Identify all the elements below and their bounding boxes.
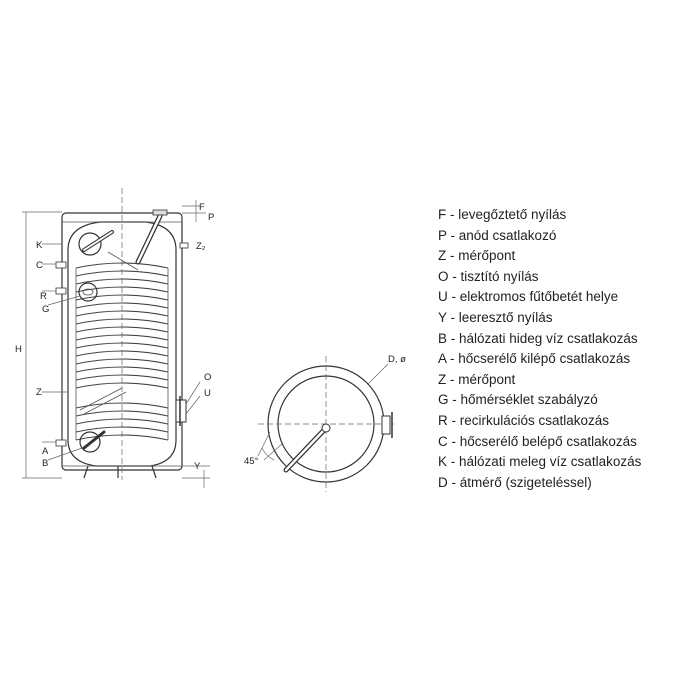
label-h: H (15, 344, 22, 355)
label-k: K (36, 240, 43, 251)
legend-item: P - anód csatlakozó (438, 227, 557, 243)
label-angle: 45° (244, 456, 259, 467)
heat-exchanger-coil (75, 251, 169, 441)
legend-item: K - hálózati meleg víz csatlakozás (438, 454, 642, 470)
pipe-c (55, 261, 67, 269)
legend-item: Z - mérőpont (438, 371, 516, 387)
label-f: F (199, 202, 205, 213)
legend-item: G - hőmérséklet szabályzó (438, 392, 598, 408)
thermostat-well (78, 282, 98, 302)
side-view: F P K Z₂ C R G H Z O U A B Y (15, 188, 214, 488)
inlet-b-circle (79, 431, 101, 453)
label-y: Y (194, 461, 201, 472)
tank-legs (83, 465, 157, 479)
legend-item: A - hőcserélő kilépő csatlakozás (438, 351, 631, 367)
label-p: P (208, 212, 214, 223)
legend-item: R - recirkulációs csatlakozás (438, 412, 610, 428)
label-z1: Z (36, 387, 42, 398)
label-u: U (204, 388, 211, 399)
tank-body (67, 221, 177, 467)
pipe-a (55, 439, 67, 447)
legend-list: F - levegőztető nyílás P - anód csatlako… (438, 205, 641, 493)
legend-item: D - átmérő (szigeteléssel) (438, 474, 592, 490)
legend-item: U - elektromos fűtőbetét helye (438, 289, 619, 305)
legend-item: F - levegőztető nyílás (438, 207, 567, 222)
label-r: R (40, 291, 47, 302)
pipe-z2 (179, 242, 189, 249)
diameter-leader (367, 363, 389, 385)
label-z2: Z₂ (196, 241, 206, 252)
label-diameter: D, ø (388, 354, 406, 365)
top-view: D, ø 45° (244, 354, 406, 492)
legend-item: O - tisztító nyílás (438, 268, 539, 284)
legend-item: C - hőcserélő belépő csatlakozás (438, 433, 637, 449)
flange-o-u (175, 399, 187, 423)
pipe-r (55, 287, 67, 295)
label-g: G (42, 304, 49, 315)
legend-item: B - hálózati hideg víz csatlakozás (438, 330, 638, 346)
label-b: B (42, 458, 48, 469)
label-o: O (204, 372, 211, 383)
top-flange (381, 415, 391, 435)
label-a: A (42, 446, 49, 457)
anode-cap (152, 209, 168, 216)
label-c: C (36, 260, 43, 271)
legend-item: Z - mérőpont (438, 248, 516, 264)
legend-item: Y - leeresztő nyílás (438, 309, 553, 325)
outlet-k-circle (78, 232, 102, 256)
